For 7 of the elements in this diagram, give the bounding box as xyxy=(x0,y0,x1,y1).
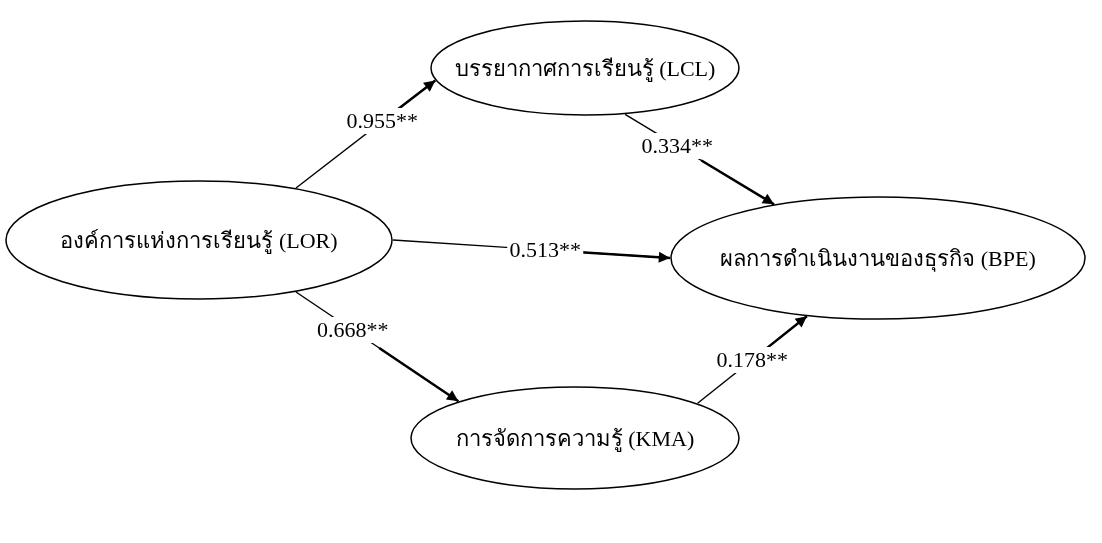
node-label: ผลการดำเนินงานของธุรกิจ (BPE) xyxy=(720,244,1036,274)
edge-label: 0.178** xyxy=(714,346,790,373)
node-label: องค์การแห่งการเรียนรู้ (LOR) xyxy=(60,226,338,256)
edge-label: 0.334** xyxy=(639,132,715,159)
node-label: การจัดการความรู้ (KMA) xyxy=(455,424,695,454)
node-label: บรรยากาศการเรียนรู้ (LCL) xyxy=(454,54,716,84)
edge-label: 0.668** xyxy=(315,317,391,344)
